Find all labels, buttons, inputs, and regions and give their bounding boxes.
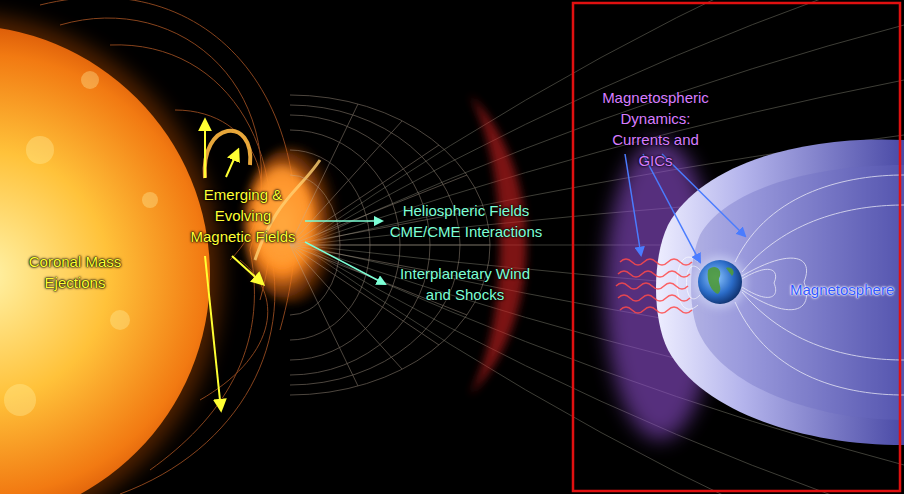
current-pointers xyxy=(625,154,745,262)
prominence xyxy=(205,131,251,178)
caption-text: Emerging & Evolving Magnetic Fields xyxy=(187,184,299,247)
cme-label: Coronal Mass Ejections xyxy=(21,250,129,294)
magnetosphere xyxy=(605,139,904,445)
flow-arrow xyxy=(305,220,382,222)
caption-text: Interplanetary Wind and Shocks xyxy=(391,263,539,305)
sun xyxy=(0,25,210,494)
magnetosphere-label: Magnetosphere xyxy=(788,278,896,301)
dynamics-label: Magnetospheric Dynamics: Currents and GI… xyxy=(592,86,719,172)
heliosphere-caption: Heliospheric Fields CME/CME Interactions xyxy=(386,199,546,243)
shock-front xyxy=(470,95,526,395)
field-caption: Emerging & Evolving Magnetic Fields xyxy=(185,183,301,248)
earth xyxy=(694,256,746,308)
current-waves xyxy=(616,259,692,313)
wind-caption: Interplanetary Wind and Shocks xyxy=(389,262,541,306)
emergence-arrows xyxy=(205,120,263,410)
caption-text: Heliospheric Fields CME/CME Interactions xyxy=(388,200,544,242)
region-frame xyxy=(573,3,900,491)
flow-arrow xyxy=(305,242,385,284)
cme-mesh xyxy=(290,95,490,395)
field-lines xyxy=(300,0,904,494)
